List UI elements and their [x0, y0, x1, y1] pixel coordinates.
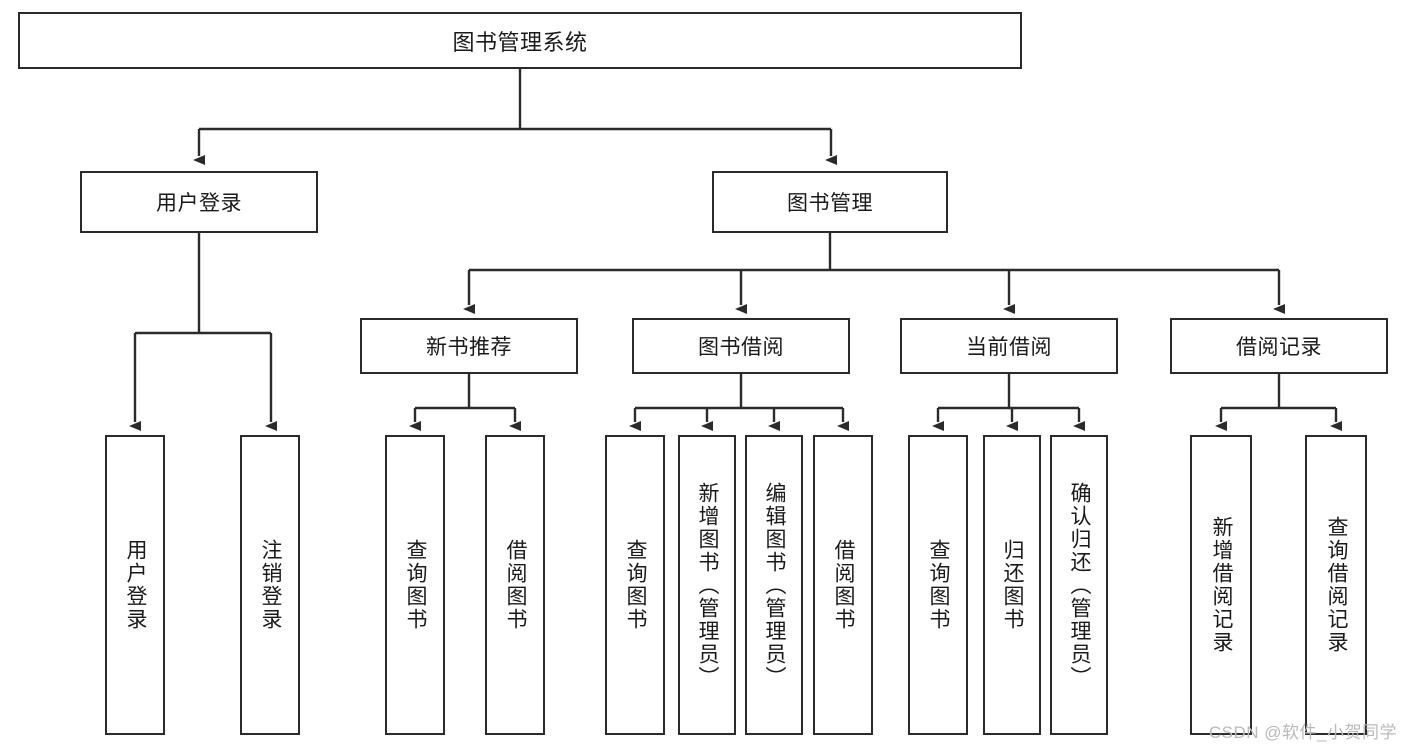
- node-label: 新书推荐: [426, 336, 512, 359]
- node-borrow-record[interactable]: 借阅记录: [1170, 318, 1388, 374]
- leaf-borrow-book-recommend[interactable]: 借阅图书: [485, 435, 545, 735]
- watermark: CSDN @软件_小贺同学: [1208, 723, 1397, 742]
- leaf-query-book-current[interactable]: 查询图书: [908, 435, 968, 735]
- node-new-book-recommend[interactable]: 新书推荐: [360, 318, 578, 374]
- leaf-confirm-return-admin[interactable]: 确认归还（管理员）: [1050, 435, 1108, 735]
- node-book-borrow[interactable]: 图书借阅: [632, 318, 850, 374]
- leaf-edit-book-admin[interactable]: 编辑图书（管理员）: [745, 435, 803, 735]
- node-label: 借阅图书: [504, 539, 528, 631]
- node-user-login[interactable]: 用户登录: [80, 171, 318, 233]
- node-label: 图书借阅: [698, 336, 784, 359]
- node-label: 确认归还（管理员）: [1068, 481, 1092, 689]
- leaf-borrow-book[interactable]: 借阅图书: [813, 435, 873, 735]
- node-label: 查询借阅记录: [1325, 516, 1349, 654]
- leaf-query-borrow-record[interactable]: 查询借阅记录: [1305, 435, 1367, 735]
- node-label: 借阅记录: [1236, 336, 1322, 359]
- leaf-return-book[interactable]: 归还图书: [983, 435, 1041, 735]
- node-label: 归还图书: [1001, 539, 1025, 631]
- node-label: 图书管理系统: [452, 29, 588, 55]
- node-label: 图书管理: [787, 192, 873, 215]
- node-root[interactable]: 图书管理系统: [18, 12, 1022, 69]
- leaf-add-book-admin[interactable]: 新增图书（管理员）: [678, 435, 736, 735]
- node-label: 用户登录: [156, 192, 242, 215]
- leaf-logout[interactable]: 注销登录: [240, 435, 300, 735]
- node-label: 查询图书: [624, 539, 648, 631]
- node-label: 查询图书: [927, 539, 951, 631]
- leaf-user-login[interactable]: 用户登录: [105, 435, 165, 735]
- leaf-query-book-borrow[interactable]: 查询图书: [605, 435, 665, 735]
- leaf-query-book-recommend[interactable]: 查询图书: [385, 435, 445, 735]
- node-label: 新增借阅记录: [1210, 516, 1234, 654]
- node-label: 用户登录: [124, 539, 148, 631]
- node-label: 注销登录: [259, 539, 283, 631]
- node-label: 当前借阅: [966, 336, 1052, 359]
- node-label: 编辑图书（管理员）: [763, 481, 787, 689]
- leaf-add-borrow-record[interactable]: 新增借阅记录: [1190, 435, 1252, 735]
- node-book-management[interactable]: 图书管理: [712, 171, 948, 233]
- node-current-borrow[interactable]: 当前借阅: [900, 318, 1118, 374]
- node-label: 查询图书: [404, 539, 428, 631]
- node-label: 新增图书（管理员）: [696, 481, 720, 689]
- node-label: 借阅图书: [832, 539, 856, 631]
